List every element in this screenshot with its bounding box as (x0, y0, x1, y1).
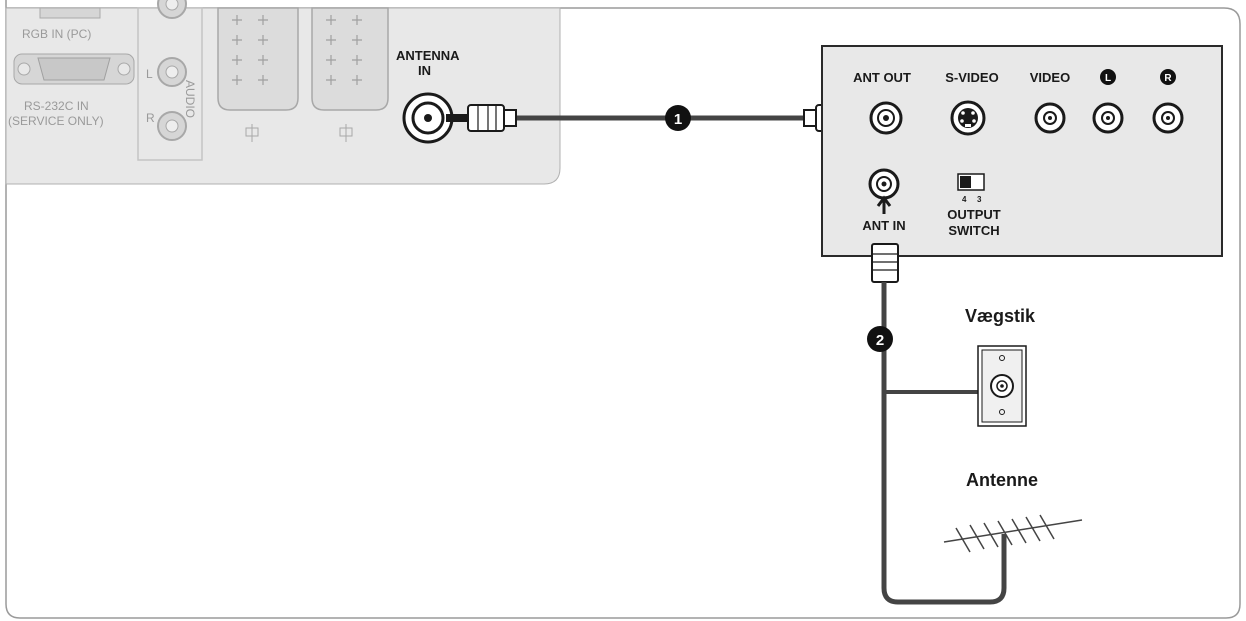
ant-in-label: ANT IN (862, 218, 905, 233)
audio-label: AUDIO (183, 80, 197, 118)
coax-plug-icon (446, 104, 517, 132)
tv-back-panel: RGB IN (PC) RS-232C IN (SERVICE ONLY) L … (5, 0, 561, 185)
video-label: VIDEO (1030, 70, 1070, 85)
rs232-label-line1: RS-232C IN (24, 99, 89, 113)
rca-jack-icon (1152, 102, 1184, 134)
rca-jack-icon (1092, 102, 1124, 134)
antenna-icon (943, 514, 1083, 553)
coax-jack-icon (402, 92, 454, 144)
audio-left-letter: L (1105, 73, 1111, 84)
coax-plug-icon (871, 243, 899, 283)
output-switch-label-line2: SWITCH (948, 223, 999, 238)
slide-switch-icon (957, 173, 985, 191)
antenna-in-label-line2: IN (418, 63, 431, 78)
coax-jack-icon (868, 168, 900, 200)
scart-connector-icon (311, 7, 389, 142)
rca-jack-icon (157, 57, 187, 87)
s-video-jack-icon (950, 100, 986, 136)
diagram-frame (5, 0, 1241, 619)
audio-left-badge: L (1100, 69, 1116, 85)
ant-out-label: ANT OUT (853, 70, 911, 85)
switch-4-label: 4 (962, 195, 967, 204)
rs232-label-line2: (SERVICE ONLY) (8, 114, 104, 128)
wall-outlet-icon (977, 345, 1027, 427)
rca-jack-icon (157, 0, 187, 19)
step-2-number: 2 (876, 332, 884, 349)
switch-3-label: 3 (977, 195, 982, 204)
s-video-label: S-VIDEO (945, 70, 998, 85)
vcr-back-panel: ANT OUT S-VIDEO VIDEO L R (821, 45, 1223, 257)
cable-2: 2 (867, 243, 1007, 605)
audio-right-letter: R (1164, 73, 1172, 84)
antenna-label: Antenne (966, 470, 1038, 490)
audio-l-label: L (146, 67, 153, 81)
wall-outlet-label: Vægstik (965, 306, 1036, 326)
antenna-in-label-line1: ANTENNA (396, 48, 460, 63)
step-1-badge: 1 (665, 105, 691, 131)
coax-jack-icon (869, 101, 903, 135)
output-switch-label-line1: OUTPUT (947, 207, 1001, 222)
scart-connector-icon (217, 7, 299, 142)
vga-connector-icon (13, 53, 135, 85)
rca-jack-icon (157, 111, 187, 141)
step-1-number: 1 (674, 111, 682, 128)
audio-right-badge: R (1160, 69, 1176, 85)
rca-jack-icon (1034, 102, 1066, 134)
audio-r-label: R (146, 111, 155, 125)
step-2-badge: 2 (867, 326, 893, 352)
rgb-in-label: RGB IN (PC) (22, 27, 91, 41)
arrow-up-icon (876, 195, 892, 214)
